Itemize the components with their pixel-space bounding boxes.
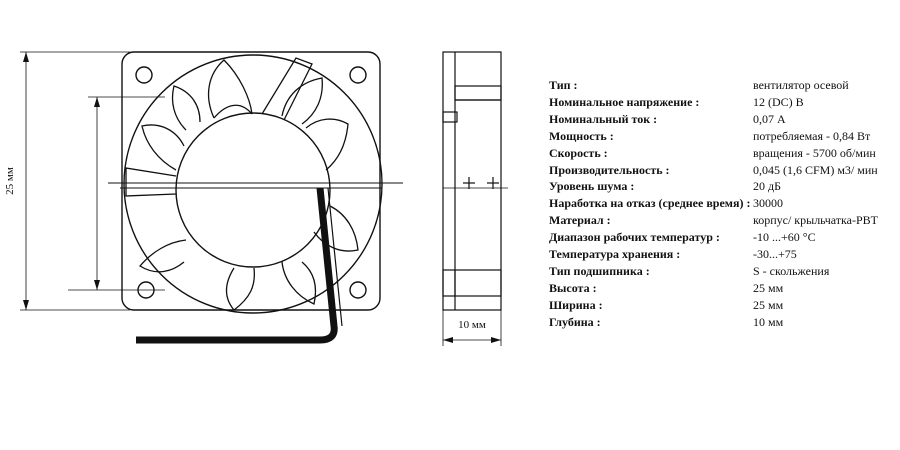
spec-value: 10 мм (753, 314, 784, 329)
spec-label: Номинальное напряжение : (549, 94, 700, 109)
side-view (442, 51, 508, 311)
spec-label: Ширина : (549, 297, 603, 312)
spec-row: Высота : 25 мм (549, 280, 878, 297)
spec-label: Температура хранения : (549, 247, 681, 262)
fan-strut (261, 57, 313, 121)
mount-hole-bottom-right (349, 281, 367, 299)
spec-value: 25 мм (753, 297, 784, 312)
spec-row: Глубина : 10 мм (549, 314, 878, 331)
front-height-label: 25 мм (4, 167, 16, 195)
spec-row: Уровень шума : 20 дБ (549, 178, 878, 195)
spec-value: вращения - 5700 об/мин (753, 145, 876, 160)
spec-value: 30000 (753, 196, 783, 211)
spec-row: Ширина : 25 мм (549, 297, 878, 314)
fan-strut-left (125, 167, 177, 197)
fan-blade-circle (123, 54, 383, 314)
spec-label: Тип подшипника : (549, 263, 650, 278)
spec-row: Материал : корпус/ крыльчатка-PBT (549, 212, 878, 229)
fan-blades (139, 59, 359, 311)
spec-row: Диапазон рабочих температур : -10 ...+60 … (549, 229, 878, 246)
spec-row: Температура хранения : -30...+75 (549, 246, 878, 263)
spec-value: потребляемая - 0,84 Вт (753, 128, 871, 143)
dimension-hole-spacing (68, 96, 165, 291)
spec-value: 25 мм (753, 280, 784, 295)
spec-row: Номинальное напряжение : 12 (DC) В (549, 94, 878, 111)
spec-label: Тип : (549, 78, 578, 92)
mount-hole-top-left (135, 66, 153, 84)
spec-label: Высота : (549, 280, 597, 295)
front-view (121, 51, 383, 314)
spec-row: Номинальный ток : 0,07 А (549, 111, 878, 128)
spec-label: Диапазон рабочих температур : (549, 230, 720, 245)
spec-row: Наработка на отказ (среднее время) :3000… (549, 195, 878, 212)
spec-label: Глубина : (549, 314, 601, 329)
fan-hub (175, 112, 331, 268)
spec-value: 0,045 (1,6 CFM) м3/ мин (753, 162, 878, 177)
dimension-height-25 (20, 51, 130, 311)
spec-label: Наработка на отказ (среднее время) : (549, 196, 751, 211)
spec-label: Материал : (549, 213, 611, 228)
fan-drawing: 25 мм 10 мм (4, 51, 508, 346)
center-lines (108, 182, 403, 189)
spec-value: S - скольжения (753, 263, 830, 278)
spec-value: 20 дБ (753, 179, 781, 194)
spec-value: 0,07 А (753, 111, 786, 126)
spec-value: -30...+75 (753, 247, 797, 262)
spec-value: -10 ...+60 °C (753, 230, 816, 245)
spec-label: Производительность : (549, 162, 670, 177)
spec-row: Мощность : потребляемая - 0,84 Вт (549, 128, 878, 145)
spec-value: вентилятор осевой (753, 78, 849, 92)
fan-frame (121, 51, 381, 311)
spec-label: Номинальный ток : (549, 111, 658, 126)
spec-row: Тип : вентилятор осевой (549, 77, 878, 94)
spec-row: Производительность : 0,045 (1,6 CFM) м3/ … (549, 162, 878, 179)
spec-label: Скорость : (549, 145, 608, 160)
spec-label: Мощность : (549, 128, 614, 143)
mount-hole-top-right (349, 66, 367, 84)
spec-value: 12 (DC) В (753, 94, 804, 109)
fan-wire (136, 187, 338, 344)
side-depth-label: 10 мм (458, 319, 486, 331)
spec-row: Скорость : вращения - 5700 об/мин (549, 145, 878, 162)
spec-label: Уровень шума : (549, 179, 635, 194)
dimension-depth-10 (442, 310, 502, 346)
spec-value: корпус/ крыльчатка-PBT (753, 213, 879, 228)
spec-row: Тип подшипника : S - скольжения (549, 263, 878, 280)
